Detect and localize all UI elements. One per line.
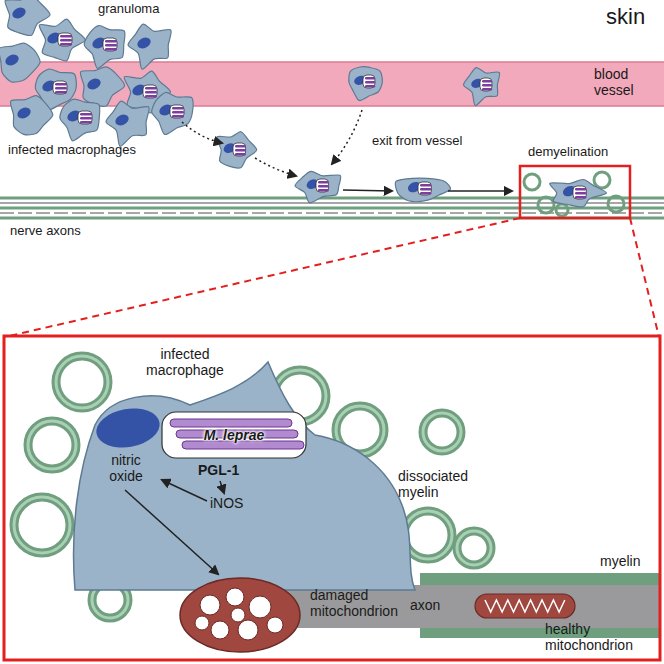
inset-panel (14, 356, 660, 638)
process-label: demyelination (528, 145, 638, 160)
vessel-label: blood vessel (594, 66, 658, 98)
blood-vessel-band (0, 62, 664, 106)
cell-label: infected macrophages (8, 143, 168, 158)
migration-arrows (182, 110, 512, 191)
enzyme-label: iNOS (210, 495, 254, 511)
myelin-label: dissociated myelin (398, 468, 478, 500)
damaged-mitochondrion: damaged mitochondrion (180, 575, 410, 657)
molecule-label: PGL-1 (198, 462, 248, 478)
inset-frame (4, 336, 660, 660)
molecule-label: nitric oxide (95, 452, 157, 484)
organelle-label: damaged mitochondrion (310, 587, 408, 619)
axon-label: axon (410, 597, 450, 613)
healthy-mitochondrion: healthy mitochondrion (475, 592, 657, 656)
focus-box (520, 166, 630, 218)
nerve-label: nerve axons (10, 224, 110, 239)
structure-label: granuloma (98, 2, 178, 17)
bacterium-label: M. leprae (162, 427, 306, 443)
myelin-label: myelin (600, 553, 660, 569)
macrophage-cell: infected macrophagePGL-1 iNOS nitric oxide… (70, 340, 420, 600)
region-label: skin (606, 4, 660, 29)
organelle-label: healthy mitochondrion (545, 621, 653, 653)
bacterium-vacuole: M. leprae (162, 412, 306, 458)
cell-label: infected macrophage (130, 346, 240, 378)
process-label: exit from vessel (372, 134, 492, 149)
macrophage-cells (0, 0, 624, 216)
